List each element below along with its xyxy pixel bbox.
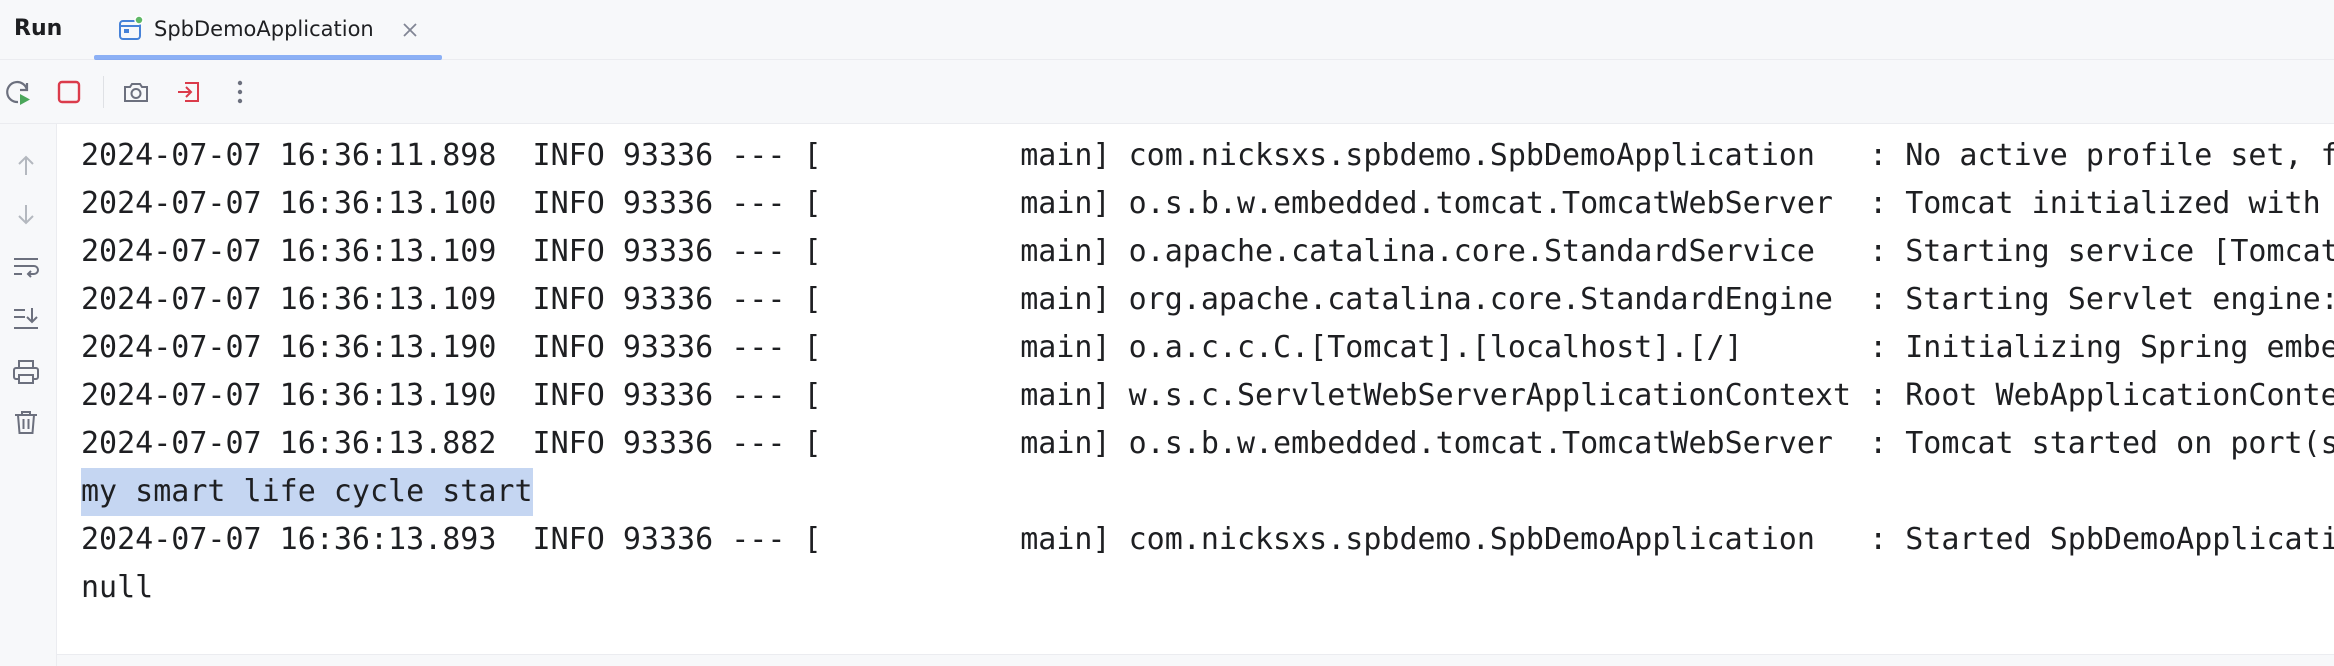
- scroll-to-end-icon[interactable]: [10, 302, 42, 334]
- print-icon[interactable]: [10, 356, 42, 388]
- console-side-toolbar: [0, 124, 57, 666]
- trash-icon[interactable]: [10, 406, 42, 438]
- tool-window-header: Run SpbDemoApplication: [0, 0, 2334, 60]
- console-output[interactable]: 2024-07-07 16:36:11.898 INFO 93336 --- […: [57, 124, 2334, 654]
- toolbar-separator: [103, 76, 104, 108]
- log-line: 2024-07-07 16:36:13.893 INFO 93336 --- […: [81, 522, 2334, 557]
- tab-spb-demo-application[interactable]: SpbDemoApplication: [94, 0, 442, 60]
- log-line: 2024-07-07 16:36:13.100 INFO 93336 --- […: [81, 186, 2334, 221]
- active-tab-indicator: [94, 55, 442, 60]
- log-line: 2024-07-07 16:36:13.882 INFO 93336 --- […: [81, 426, 2334, 461]
- run-toolbar: [0, 60, 2334, 124]
- stop-icon[interactable]: [53, 76, 85, 108]
- app-window-icon: [118, 15, 144, 42]
- log-line: 2024-07-07 16:36:11.898 INFO 93336 --- […: [81, 138, 2334, 173]
- exit-icon[interactable]: [173, 76, 205, 108]
- selected-log-line: my smart life cycle start: [81, 468, 533, 516]
- more-options-icon[interactable]: [224, 76, 256, 108]
- camera-icon[interactable]: [120, 76, 152, 108]
- arrow-up-icon[interactable]: [10, 150, 42, 182]
- log-line: null: [81, 570, 154, 605]
- run-tool-window-title: Run: [14, 16, 63, 41]
- close-icon[interactable]: [400, 20, 420, 40]
- log-line: 2024-07-07 16:36:13.109 INFO 93336 --- […: [81, 282, 2334, 317]
- tab-label: SpbDemoApplication: [154, 17, 374, 41]
- log-line: 2024-07-07 16:36:13.190 INFO 93336 --- […: [81, 330, 2334, 365]
- arrow-down-icon[interactable]: [10, 198, 42, 230]
- log-line: 2024-07-07 16:36:13.190 INFO 93336 --- […: [81, 378, 2334, 413]
- rerun-icon[interactable]: [2, 76, 34, 108]
- horizontal-scrollbar[interactable]: [57, 654, 2334, 666]
- soft-wrap-icon[interactable]: [10, 250, 42, 282]
- log-line: 2024-07-07 16:36:13.109 INFO 93336 --- […: [81, 234, 2334, 269]
